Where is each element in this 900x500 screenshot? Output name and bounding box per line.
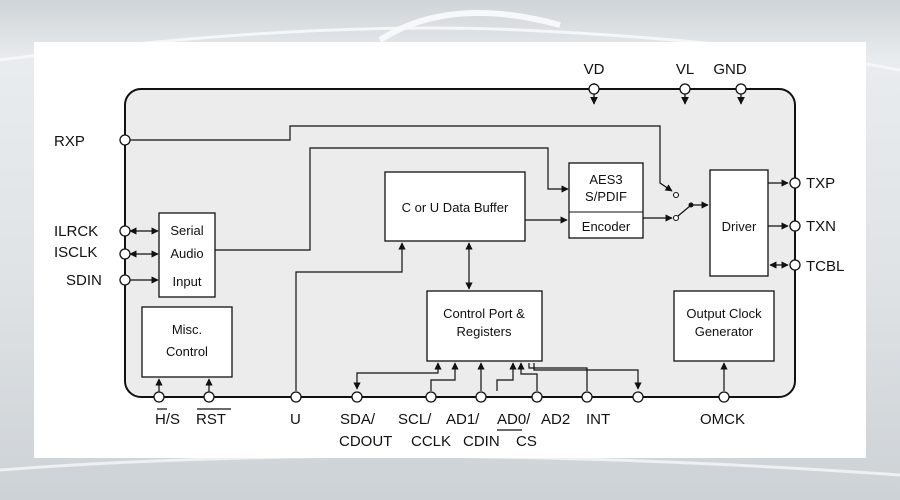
pin-ad1 <box>475 391 487 403</box>
pin-label-cdin: CDIN <box>463 433 500 450</box>
pin-sdin <box>119 274 131 286</box>
output-clock-block: Output Clock Generator <box>673 290 775 362</box>
data-buffer-block: C or U Data Buffer <box>384 171 526 242</box>
output-clock-line1: Output Clock <box>686 306 762 321</box>
pin-u <box>290 391 302 403</box>
serial-audio-input-block: Serial Audio Input <box>158 212 216 298</box>
misc-control-block: Misc. Control <box>141 306 233 378</box>
output-switch <box>672 191 709 222</box>
pin-isclk <box>119 248 131 260</box>
encoder-line1: AES3 <box>589 172 622 187</box>
diagram-panel: VD VL GND RXP ILRCK ISCLK SDIN Serial Au… <box>34 42 866 458</box>
block-diagram: VD VL GND RXP ILRCK ISCLK SDIN Serial Au… <box>54 61 844 450</box>
pin-label-int: INT <box>586 411 610 428</box>
pin-vd: VD <box>584 61 605 105</box>
misc-control-line2: Control <box>166 344 208 359</box>
pin-label-isclk: ISCLK <box>54 244 97 261</box>
pin-label-omck: OMCK <box>700 411 745 428</box>
pin-vl: VL <box>676 61 694 105</box>
pin-label-scl: SCL/ <box>398 411 432 428</box>
control-port-line1: Control Port & <box>443 306 525 321</box>
pin-ilrck <box>119 225 131 237</box>
data-buffer-label: C or U Data Buffer <box>402 200 509 215</box>
pin-label-u: U <box>290 411 301 428</box>
serial-audio-line1: Serial <box>170 223 203 238</box>
serial-audio-line3: Input <box>173 274 202 289</box>
driver-block: Driver <box>709 169 769 277</box>
pin-label-ad2: AD2 <box>541 411 570 428</box>
output-clock-line2: Generator <box>695 324 754 339</box>
pin-label-ilrck: ILRCK <box>54 223 98 240</box>
wire-int-2 <box>533 363 642 390</box>
control-port-block: Control Port & Registers <box>426 290 543 362</box>
pin-txn <box>789 220 801 232</box>
wire-ad0 <box>496 362 517 391</box>
wire-rxp <box>130 125 673 192</box>
control-port-line2: Registers <box>457 324 512 339</box>
pin-label-cdout: CDOUT <box>339 433 392 450</box>
pin-label-sda: SDA/ <box>340 411 376 428</box>
pin-label-vd: VD <box>584 61 605 78</box>
wire-scl <box>430 362 459 391</box>
encoder-line3: Encoder <box>582 219 631 234</box>
pin-int-b <box>632 391 644 403</box>
pin-label-h-s: H/S <box>155 411 180 428</box>
pin-label-sdin: SDIN <box>66 272 102 289</box>
pin-label-cs: CS <box>516 433 537 450</box>
pin-label-ad1: AD1/ <box>446 411 480 428</box>
pin-sda <box>351 391 363 403</box>
pin-int <box>581 391 593 403</box>
pin-rst <box>203 391 215 403</box>
encoder-line2: S/PDIF <box>585 189 627 204</box>
pin-txp <box>789 177 801 189</box>
wire-ad2 <box>517 362 538 391</box>
pin-label-txp: TXP <box>806 175 835 192</box>
pin-ad0 <box>531 391 543 403</box>
wire-int <box>528 363 588 391</box>
bottom-pins <box>153 391 730 403</box>
wire-sda <box>353 362 442 390</box>
pin-label-cclk: CCLK <box>411 433 451 450</box>
wire-u-to-buffer <box>295 242 406 391</box>
misc-control-line1: Misc. <box>172 322 202 337</box>
pin-label-rst: RST <box>196 411 226 428</box>
pin-label-vl: VL <box>676 61 694 78</box>
pin-rxp <box>119 134 131 146</box>
encoder-block: AES3 S/PDIF Encoder <box>568 162 644 239</box>
serial-audio-line2: Audio <box>170 246 203 261</box>
pin-label-rxp: RXP <box>54 133 85 150</box>
pin-omck <box>718 391 730 403</box>
pin-label-gnd: GND <box>713 61 747 78</box>
driver-label: Driver <box>722 219 757 234</box>
pin-tcbl <box>789 259 801 271</box>
pin-label-txn: TXN <box>806 218 836 235</box>
pin-label-ad0: AD0/ <box>497 411 531 428</box>
pin-scl <box>425 391 437 403</box>
pin-gnd: GND <box>713 61 747 105</box>
pin-label-tcbl: TCBL <box>806 258 844 275</box>
pin-h-s <box>153 391 165 403</box>
wire-serial-to-encoder <box>215 147 569 251</box>
